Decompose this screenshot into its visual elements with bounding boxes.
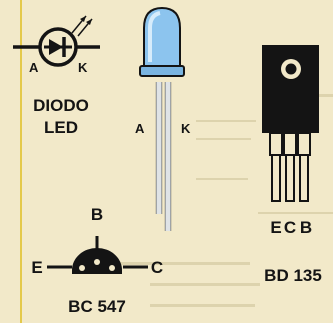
bc547-caption: BC 547: [68, 297, 126, 316]
bd135-leads: [269, 132, 311, 202]
bc547-collector-label: C: [150, 258, 164, 277]
led-caption-line1: DIODO: [33, 96, 89, 115]
light-emission-arrows-icon: [71, 15, 93, 37]
led-symbol-anode-label: A: [29, 60, 39, 75]
to126-transistor-icon: [262, 45, 319, 202]
led-symbol-cathode-label: K: [78, 60, 88, 75]
bc547-emitter-label: E: [31, 258, 43, 277]
blue-led-icon: [139, 6, 185, 231]
led-anode-label: A: [135, 121, 145, 136]
bd135-body: [262, 45, 319, 133]
led-diode-symbol-icon: [13, 15, 100, 67]
bd135-caption: BD 135: [264, 266, 322, 285]
led-rim: [139, 65, 185, 77]
led-highlight: [148, 11, 161, 62]
bd135-pin-e: E: [270, 218, 282, 237]
led-symbol-triangle: [49, 39, 63, 55]
bd135-pin-b: B: [299, 218, 313, 237]
bc547-base-label: B: [90, 205, 104, 224]
to92-transistor-icon: [47, 236, 148, 274]
led-caption-line2: LED: [44, 118, 78, 137]
bd135-pin-c: C: [283, 218, 297, 237]
led-cathode-label: K: [181, 121, 191, 136]
led-lens: [143, 6, 181, 69]
